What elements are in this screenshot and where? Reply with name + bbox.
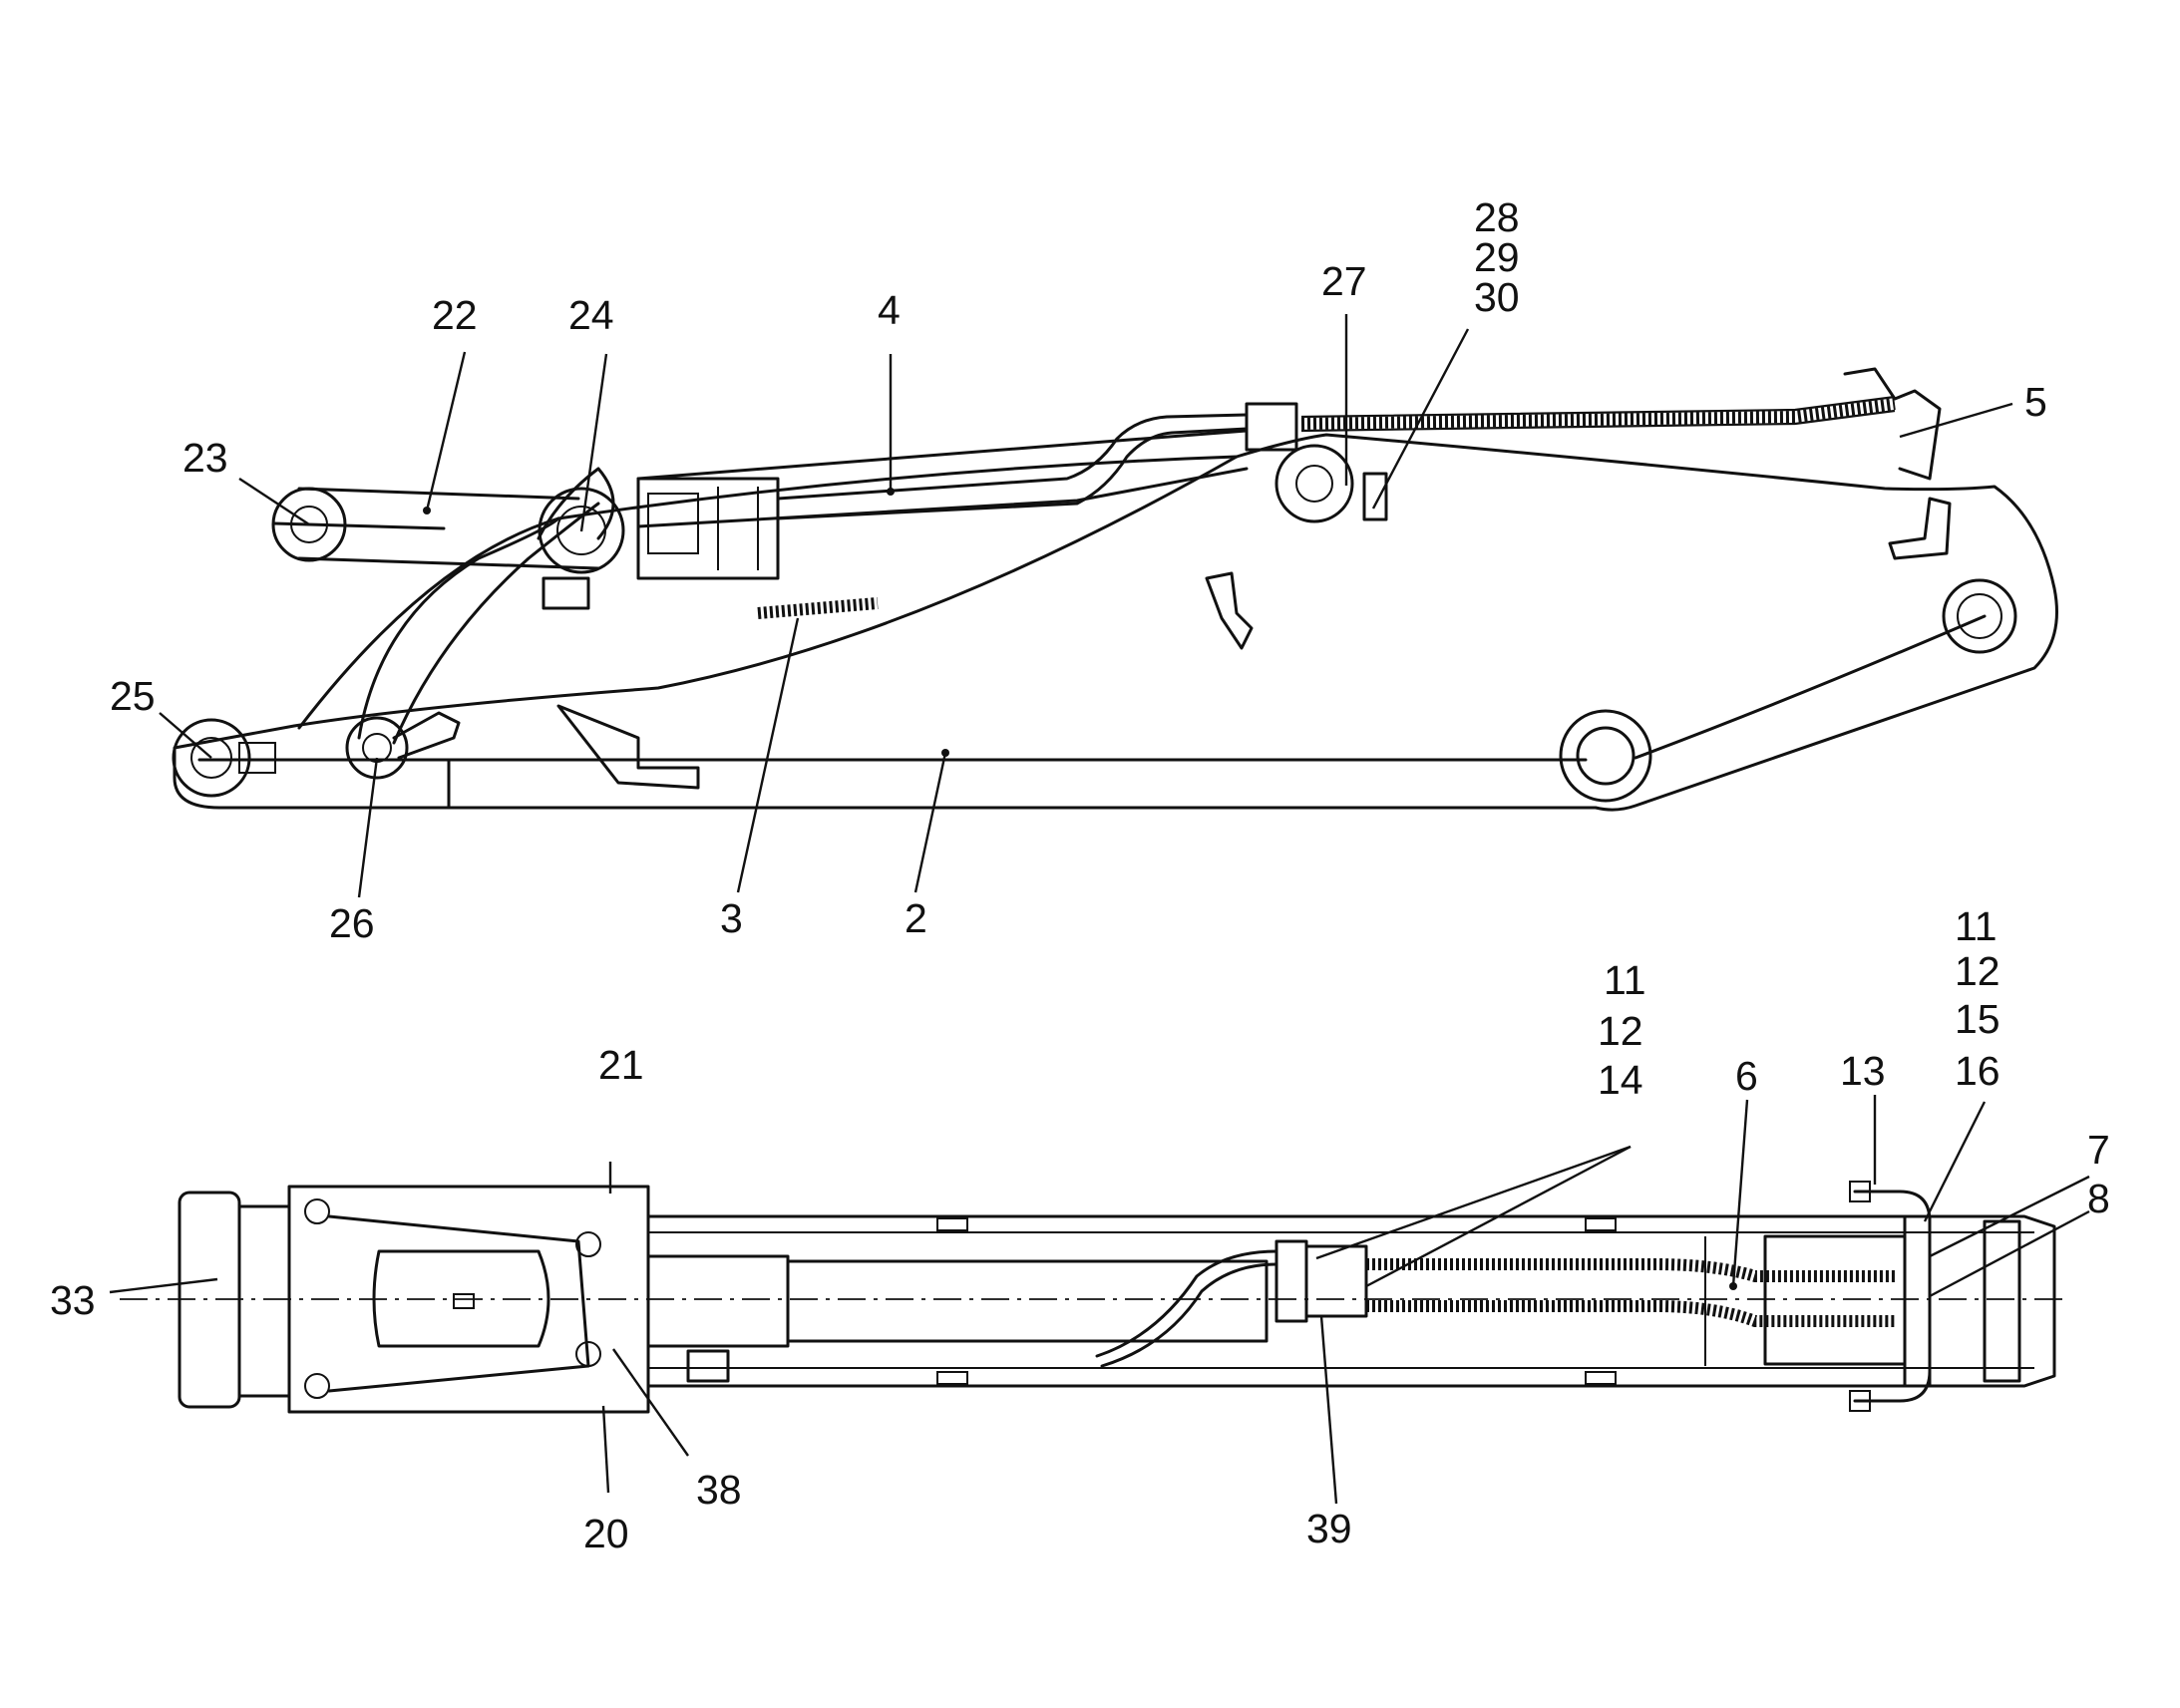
- clamp-28-30: [1362, 472, 1388, 521]
- callout-38: 38: [696, 1467, 742, 1513]
- callout-15: 15: [1955, 996, 2000, 1042]
- callout-20: 20: [583, 1511, 629, 1556]
- link-plate: [537, 467, 615, 540]
- callout-4: 4: [878, 287, 901, 333]
- callout-12-a: 12: [1598, 1008, 1643, 1054]
- top-cylinder-rod: [786, 1259, 1269, 1343]
- callout-11-a: 11: [1604, 957, 1646, 1003]
- callout-28: 28: [1474, 194, 1520, 240]
- head-recess: [372, 1249, 550, 1348]
- pipe-upper: [776, 413, 1249, 501]
- callout-22: 22: [432, 292, 478, 338]
- callout-14: 14: [1598, 1057, 1643, 1103]
- callout-39: 39: [1306, 1506, 1352, 1551]
- pin-25: [172, 718, 251, 798]
- callout-12-b: 12: [1955, 948, 2000, 994]
- pin-24-lock: [542, 576, 590, 610]
- pin-right-pivot: [1942, 578, 2017, 654]
- arm-diagonal: [1634, 614, 1987, 760]
- clip-center: [1205, 571, 1254, 650]
- hose-box: [1763, 1234, 1907, 1366]
- pin-26-lock: [392, 711, 461, 760]
- pin-big-foot: [1559, 709, 1652, 803]
- callout-16: 16: [1955, 1048, 2000, 1094]
- hose-bundle-side: [1300, 398, 1896, 430]
- top-pipe: [1095, 1249, 1278, 1358]
- callout-30: 30: [1474, 274, 1520, 320]
- callout-21: 21: [598, 1042, 644, 1088]
- cylinder-barrel: [636, 477, 780, 580]
- hose-6-lower: [1366, 1300, 1895, 1327]
- pipe-lower: [776, 427, 1249, 520]
- boom-body: [646, 1214, 2056, 1388]
- callout-11-b: 11: [1955, 903, 1998, 949]
- callout-3: 3: [720, 895, 743, 941]
- clip-mid: [556, 704, 700, 790]
- callout-8: 8: [2087, 1176, 2110, 1221]
- arm-upper-web: [297, 455, 1239, 730]
- head-taper: [327, 1214, 590, 1393]
- top-valve-39: [1274, 1239, 1308, 1323]
- link-curve-a: [392, 502, 600, 745]
- bracket-5: [1843, 367, 1942, 481]
- callout-6: 6: [1735, 1053, 1758, 1099]
- link-22-top: [272, 521, 446, 530]
- callout-29: 29: [1474, 234, 1520, 280]
- hose-6-upper: [1366, 1258, 1895, 1282]
- u-pipe-13-top: [1853, 1190, 1932, 1258]
- callout-24: 24: [568, 292, 614, 338]
- callout-27: 27: [1321, 258, 1367, 304]
- callout-7: 7: [2087, 1127, 2110, 1173]
- pin-27: [1274, 444, 1354, 523]
- cylinder-head: [647, 493, 699, 554]
- callout-25: 25: [110, 673, 156, 719]
- callout-labels: 28 29 30 27 4 24 22 23 5 25 26 3 2 21 11…: [50, 194, 2110, 1556]
- u-pipe-13-bottom: [1853, 1339, 1932, 1403]
- callout-5: 5: [2024, 379, 2047, 425]
- callout-33: 33: [50, 1277, 96, 1323]
- clip-right: [1888, 497, 1952, 560]
- top-view: [120, 1181, 2064, 1414]
- top-cylinder-barrel: [646, 1254, 790, 1348]
- arm-outline: [173, 433, 2058, 812]
- link-22-lower: [297, 556, 600, 570]
- callout-2: 2: [905, 895, 927, 941]
- link-22-upper: [297, 487, 580, 501]
- pin-24: [538, 487, 625, 574]
- pin-26: [345, 716, 409, 780]
- rear-flange: [1903, 1214, 1932, 1388]
- callout-23: 23: [182, 435, 228, 481]
- callout-13: 13: [1840, 1048, 1886, 1094]
- hose-3: [757, 597, 879, 619]
- valve-block: [1245, 402, 1298, 452]
- side-view: [172, 367, 2058, 812]
- callout-26: 26: [329, 900, 375, 946]
- leader-lines: [109, 314, 2090, 1505]
